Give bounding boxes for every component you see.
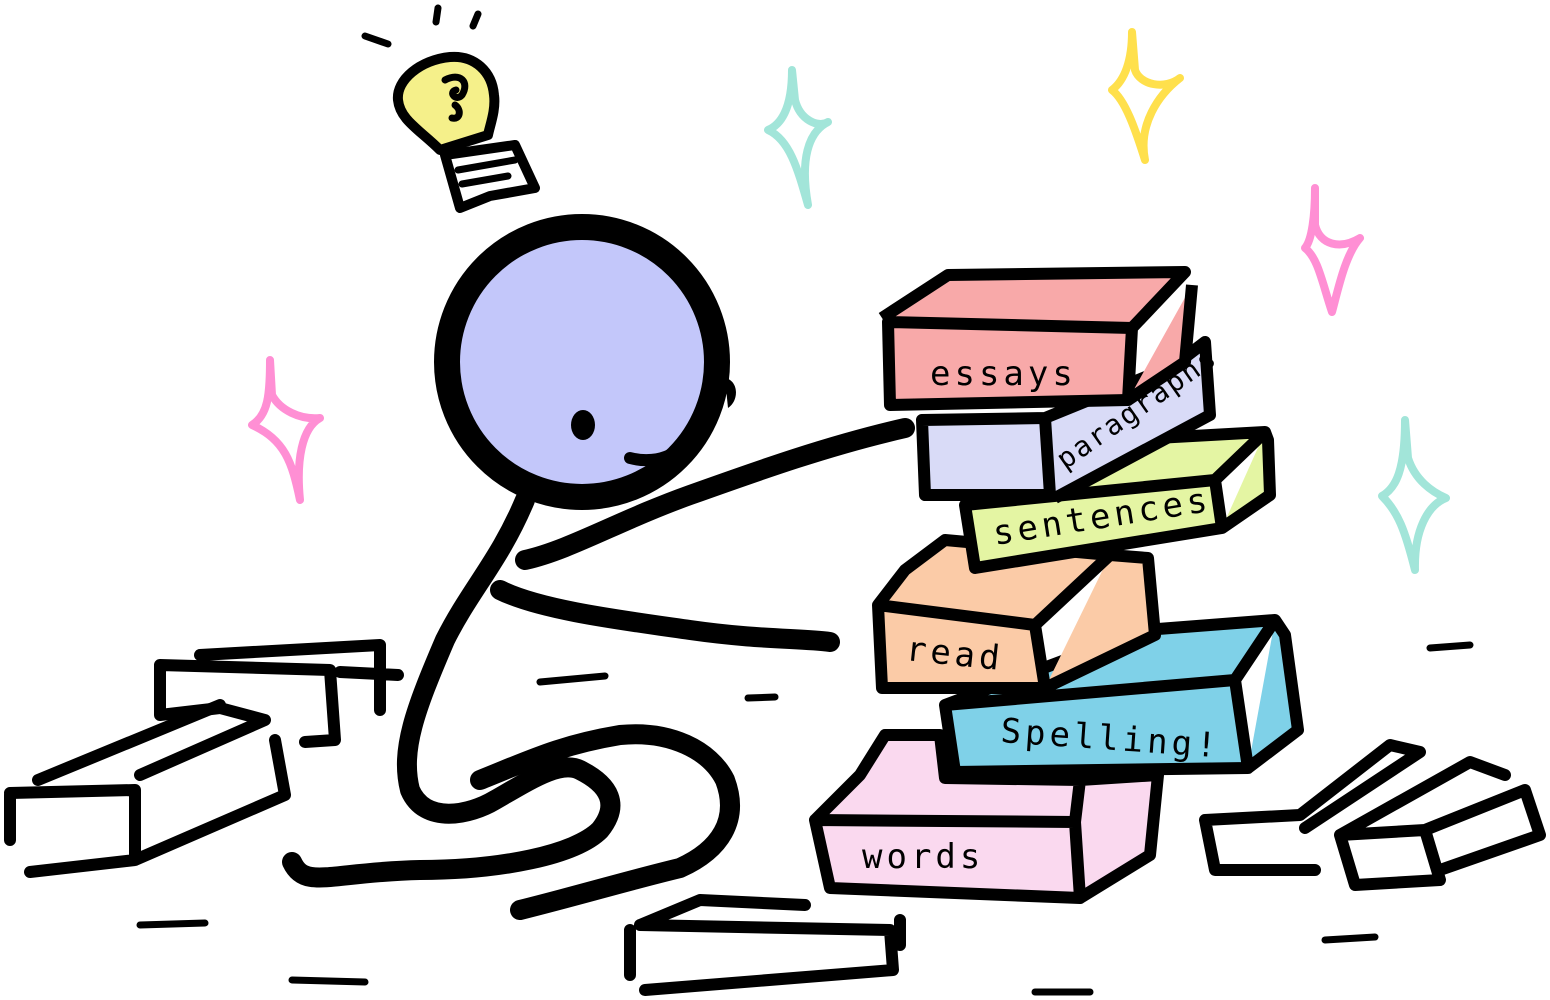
lightbulb-icon — [361, 4, 540, 213]
ear — [725, 378, 736, 408]
sparkle-icon — [248, 28, 1450, 574]
block-words — [809, 729, 1164, 904]
stick-figure — [282, 214, 915, 920]
block-essays — [878, 266, 1198, 411]
sparkle-mint-left — [764, 66, 832, 209]
glow-lines — [361, 4, 482, 48]
block-stack: words Spelling! read sentences paragraph… — [809, 266, 1304, 904]
sparkle-mint-right — [1378, 416, 1450, 574]
bulb-glass — [392, 51, 500, 155]
head — [434, 214, 730, 510]
bulb-filament — [441, 73, 469, 122]
block-outline — [4, 699, 291, 878]
block-spelling — [939, 614, 1304, 778]
block-outline — [134, 639, 404, 781]
block-outline — [1334, 756, 1546, 891]
scattered-blocks-right — [624, 739, 1546, 996]
sparkle-pink-left — [248, 356, 324, 504]
scattered-blocks-left — [4, 639, 404, 878]
back-leg — [470, 724, 740, 920]
body — [282, 490, 621, 888]
block-read — [872, 534, 1161, 694]
bulb-base-lines — [454, 156, 519, 188]
block-outline — [1199, 739, 1426, 876]
reaching-arm — [515, 418, 915, 570]
label-words: words — [862, 837, 984, 877]
floor-marks — [136, 641, 1474, 996]
eye — [571, 410, 595, 440]
sparkle-yellow — [1108, 28, 1184, 164]
sparkle-pink-right — [1301, 184, 1364, 316]
label-essays: essays — [930, 354, 1077, 394]
resting-arm — [490, 580, 840, 652]
block-outline — [624, 894, 906, 996]
mouth — [624, 449, 676, 467]
